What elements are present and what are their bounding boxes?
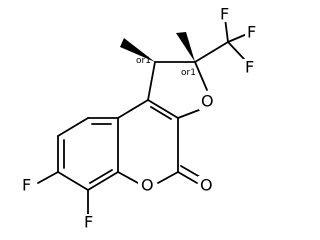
atom-label-layer: F F F O O O F F <box>20 5 259 232</box>
bond-c4-o5 <box>157 171 179 184</box>
bond-c9-c1 <box>147 61 156 101</box>
stereo-label-layer: or1 or1 <box>136 56 196 78</box>
stereo-label-c2: or1 <box>181 68 196 78</box>
bond-c7-c6 <box>57 171 89 191</box>
bond-c6-c5a-inner <box>89 169 113 184</box>
atom-o-furan: O <box>201 92 214 111</box>
bond-cf3-f-right-lower <box>227 41 245 60</box>
atom-f-top: F <box>220 5 229 24</box>
bond-o5-c5a <box>117 171 139 184</box>
bond-o3-c3a <box>177 109 200 119</box>
bond-c9-c3a-inner <box>150 106 172 120</box>
wedge-c2-methyl <box>176 32 195 62</box>
bond-c9b-c8 <box>57 117 89 137</box>
atom-o-lactone: O <box>141 176 154 195</box>
bond-cf3-f-right-upper <box>227 33 248 43</box>
bond-c2-cf3 <box>194 41 229 63</box>
bond-c7-f <box>37 171 59 184</box>
bond-c6-c5a <box>87 171 119 191</box>
bond-c9-c3a <box>147 99 179 119</box>
bond-c4-o-carbonyl <box>177 171 198 184</box>
atom-f-right-lower: F <box>245 58 254 77</box>
atom-f-left-lower: F <box>84 213 93 232</box>
atom-o-carbonyl: O <box>200 176 213 195</box>
bond-c4-o-carbonyl-double <box>180 165 201 178</box>
wedge-layer <box>120 32 195 62</box>
chemical-structure-diagram: F F F O O O F F or1 or1 <box>20 4 259 232</box>
bond-c2-o3 <box>194 61 208 91</box>
bond-c9a-c9 <box>117 99 149 119</box>
atom-f-left-upper: F <box>22 176 31 195</box>
stereo-label-c1: or1 <box>136 56 151 66</box>
atom-f-right-upper: F <box>247 23 256 42</box>
wedge-c1-methyl <box>120 38 155 62</box>
